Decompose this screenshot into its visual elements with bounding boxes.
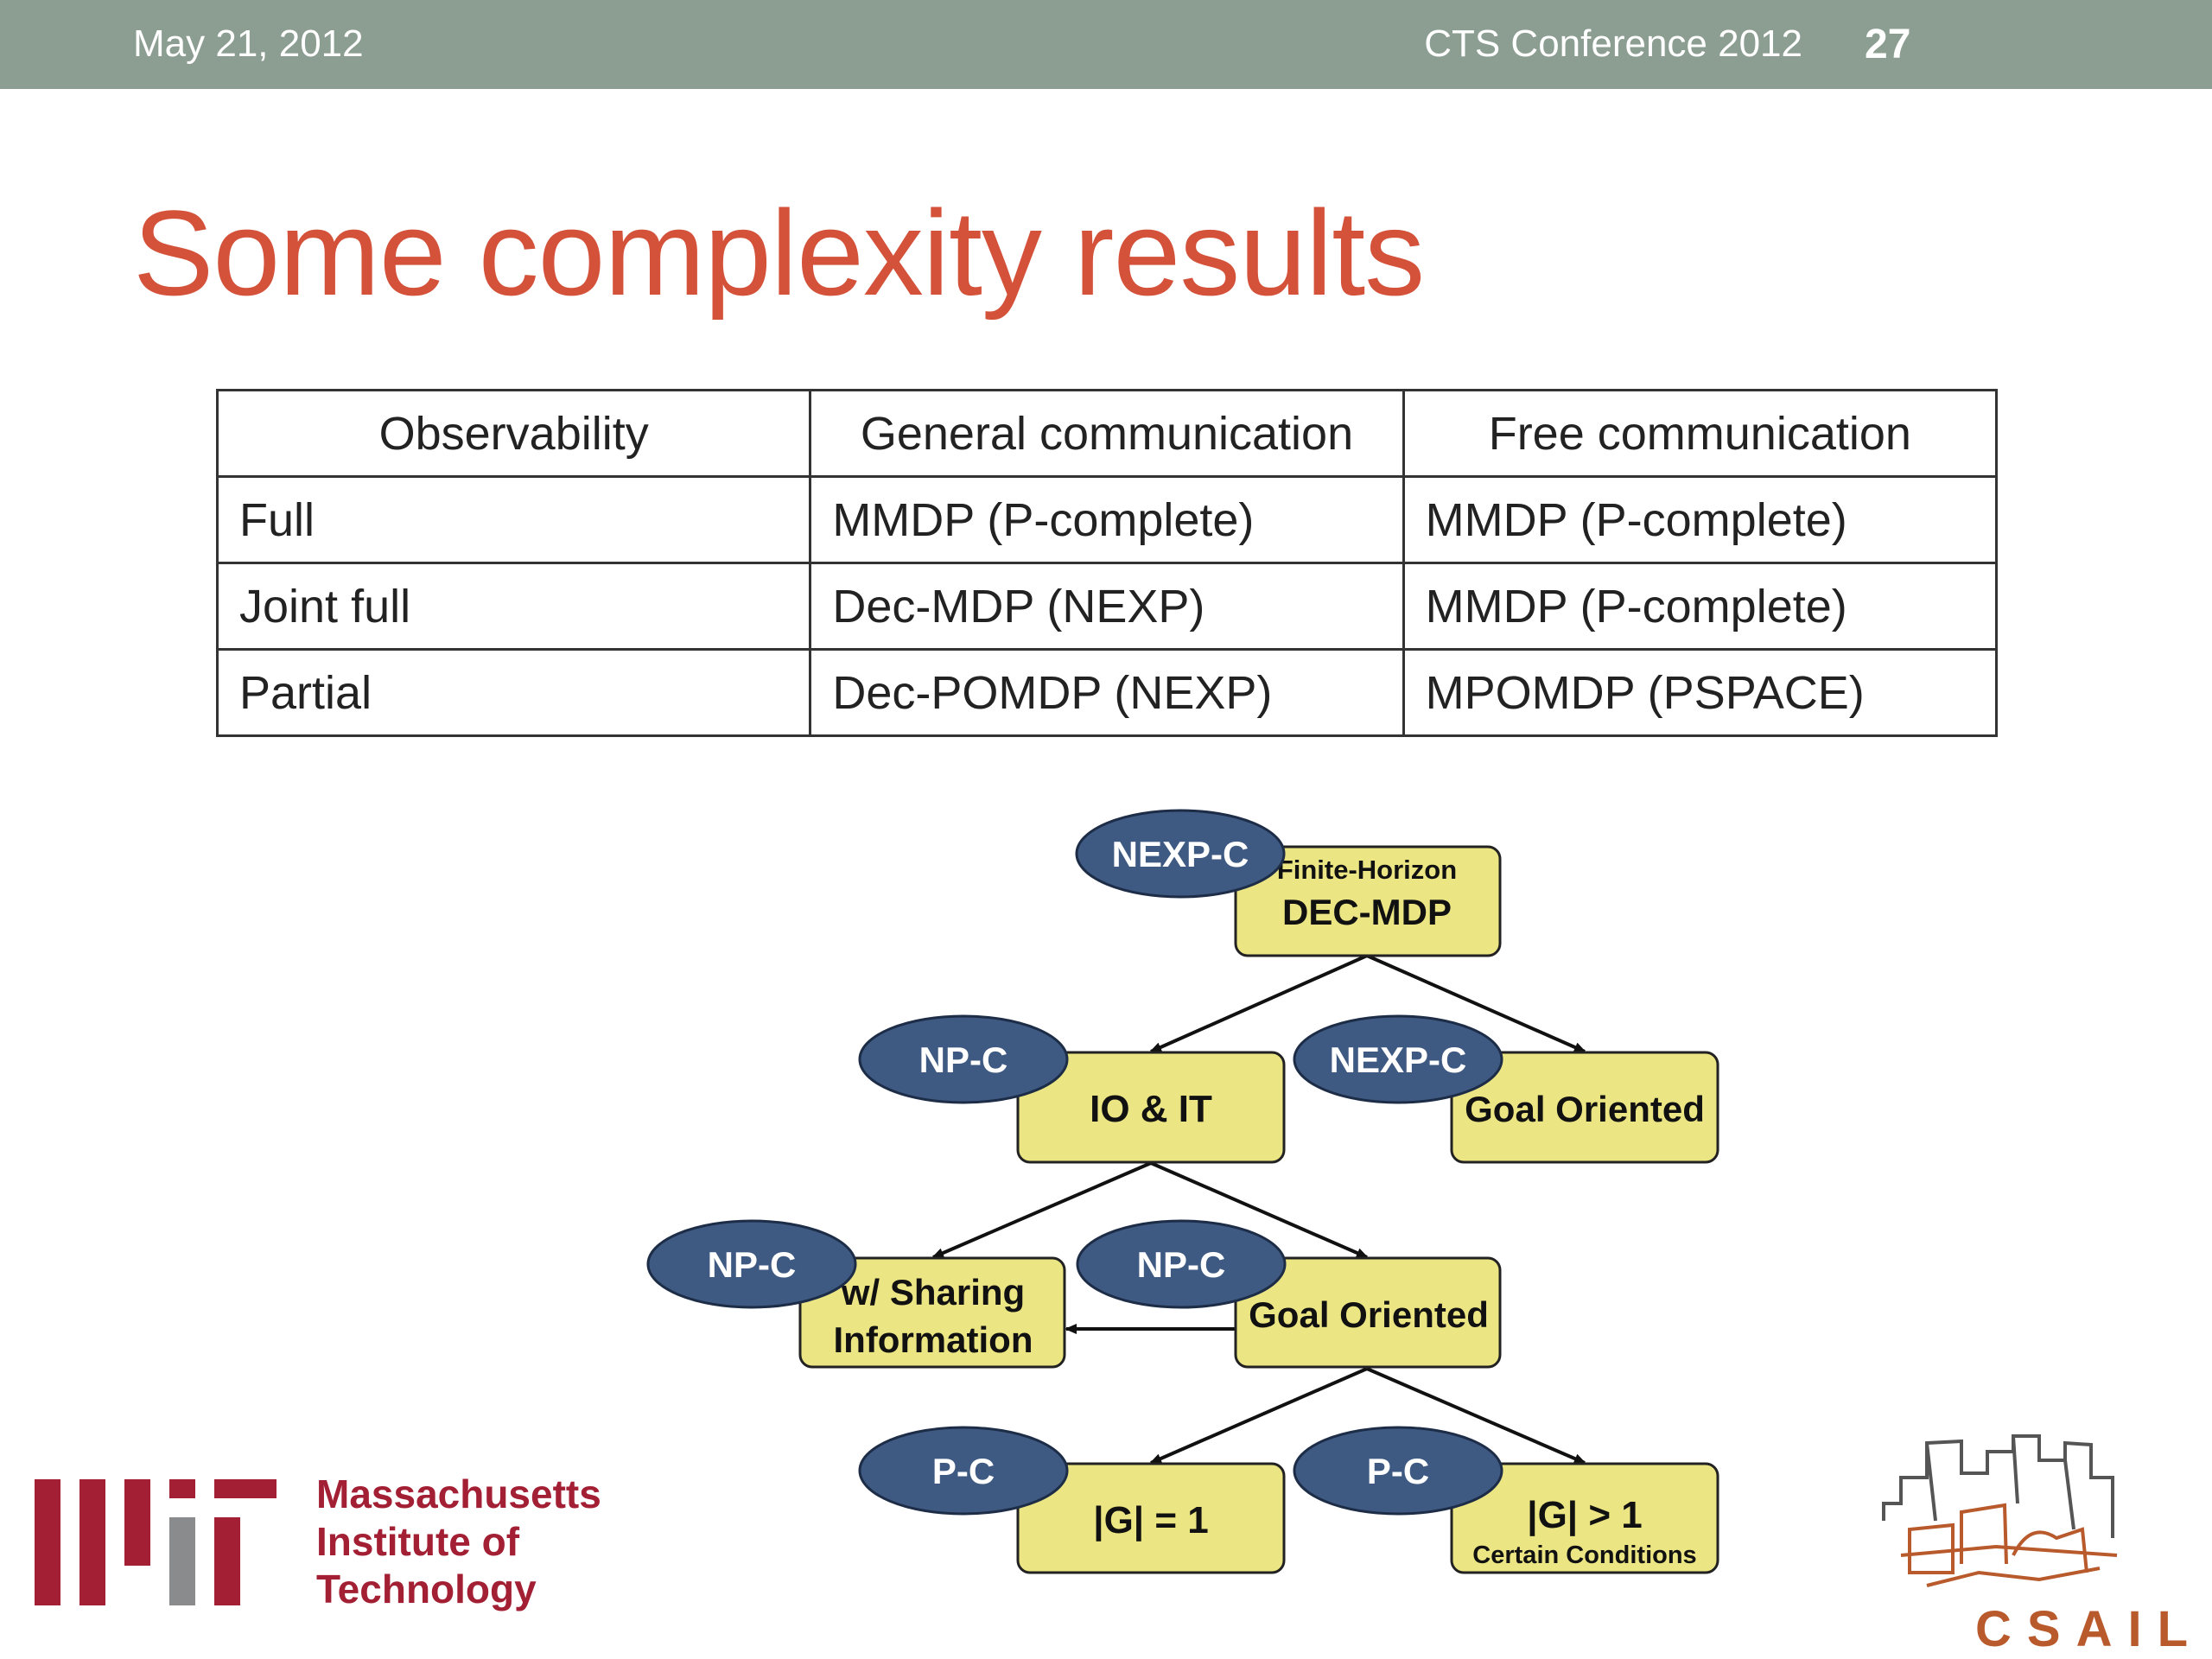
table-cell: Joint full — [215, 562, 812, 651]
complexity-badge-np-c: NP-C — [646, 1219, 857, 1309]
table-header-cell: Observability — [215, 389, 812, 478]
complexity-table: Observability General communication Free… — [215, 389, 1999, 737]
edge-io-goal2 — [1150, 1161, 1369, 1259]
node-io-it: IO & IT — [1016, 1051, 1286, 1164]
node-label-line1: Finite-Horizon — [1277, 855, 1457, 885]
table-header-row: Observability General communication Free… — [215, 389, 1999, 478]
mit-logo-icon — [35, 1479, 276, 1605]
mit-wordmark: Massachusetts Institute of Technology — [316, 1471, 601, 1613]
badge-label: P-C — [1367, 1451, 1429, 1491]
edge-root-io — [1149, 954, 1368, 1053]
table-cell: Partial — [215, 648, 812, 737]
edge-io-sharing — [931, 1161, 1152, 1259]
table-cell: MPOMDP (PSPACE) — [1402, 648, 1999, 737]
table-cell: MMDP (P-complete) — [1402, 562, 1999, 651]
complexity-badge-nexp-c: NEXP-C — [1075, 809, 1286, 899]
node-goal-oriented-1: Goal Oriented — [1450, 1051, 1719, 1164]
table-cell: Dec-POMDP (NEXP) — [809, 648, 1405, 737]
node-g-greater-than-1: |G| > 1 Certain Conditions — [1450, 1462, 1719, 1574]
node-label-line1: |G| > 1 — [1527, 1494, 1642, 1537]
node-label: |G| = 1 — [1093, 1499, 1208, 1542]
table-cell: MMDP (P-complete) — [1402, 475, 1999, 564]
complexity-badge-np-c: NP-C — [1076, 1219, 1287, 1309]
node-label: Goal Oriented — [1465, 1089, 1705, 1129]
complexity-badge-p-c: P-C — [858, 1426, 1069, 1516]
node-goal-oriented-2: Goal Oriented — [1234, 1256, 1502, 1369]
table-row: Full MMDP (P-complete) MMDP (P-complete) — [215, 475, 1999, 564]
edge-goal2-g1 — [1149, 1367, 1368, 1465]
header-bar: May 21, 2012 CTS Conference 2012 27 — [0, 0, 2212, 89]
table-row: Joint full Dec-MDP (NEXP) MMDP (P-comple… — [215, 562, 1999, 651]
node-label-line2: Information — [834, 1319, 1033, 1360]
slide-title: Some complexity results — [133, 185, 1425, 321]
complexity-badge-p-c: P-C — [1293, 1426, 1503, 1516]
node-label-line1: w/ Sharing — [841, 1272, 1025, 1313]
node-sharing-information: w/ Sharing Information — [798, 1256, 1066, 1369]
badge-label: NEXP-C — [1330, 1039, 1467, 1080]
complexity-badge-nexp-c: NEXP-C — [1293, 1014, 1503, 1104]
complexity-badge-np-c: NP-C — [858, 1014, 1069, 1104]
table-cell: Dec-MDP (NEXP) — [809, 562, 1405, 651]
mit-wordmark-line: Massachusetts — [316, 1471, 601, 1516]
table-row: Partial Dec-POMDP (NEXP) MPOMDP (PSPACE) — [215, 648, 1999, 737]
page-number: 27 — [1865, 22, 1911, 67]
conference-name: CTS Conference 2012 — [1424, 22, 1802, 65]
table-header-cell: Free communication — [1402, 389, 1999, 478]
node-finite-horizon-dec-mdp: Finite-Horizon DEC-MDP — [1234, 845, 1502, 957]
edge-goal2-g2 — [1366, 1367, 1586, 1465]
table-cell: MMDP (P-complete) — [809, 475, 1405, 564]
csail-wordmark: CSAIL — [1975, 1601, 2203, 1657]
mit-wordmark-line: Institute of — [316, 1519, 520, 1564]
mit-wordmark-line: Technology — [316, 1567, 537, 1611]
slide-date: May 21, 2012 — [133, 22, 364, 65]
node-label: IO & IT — [1090, 1088, 1212, 1130]
node-label-line2: DEC-MDP — [1282, 892, 1452, 932]
badge-label: NP-C — [708, 1244, 797, 1285]
diagram-edges — [931, 954, 1586, 1465]
badge-label: P-C — [932, 1451, 995, 1491]
badge-label: NEXP-C — [1112, 834, 1249, 874]
node-g-equals-1: |G| = 1 — [1016, 1462, 1286, 1574]
edge-root-goal1 — [1366, 954, 1586, 1053]
table-header-cell: General communication — [809, 389, 1405, 478]
badge-label: NP-C — [1137, 1244, 1226, 1285]
badge-label: NP-C — [919, 1039, 1008, 1080]
table-cell: Full — [215, 475, 812, 564]
csail-building-icon — [1882, 1434, 2118, 1587]
node-label-line2: Certain Conditions — [1472, 1541, 1696, 1569]
node-label: Goal Oriented — [1249, 1294, 1489, 1335]
